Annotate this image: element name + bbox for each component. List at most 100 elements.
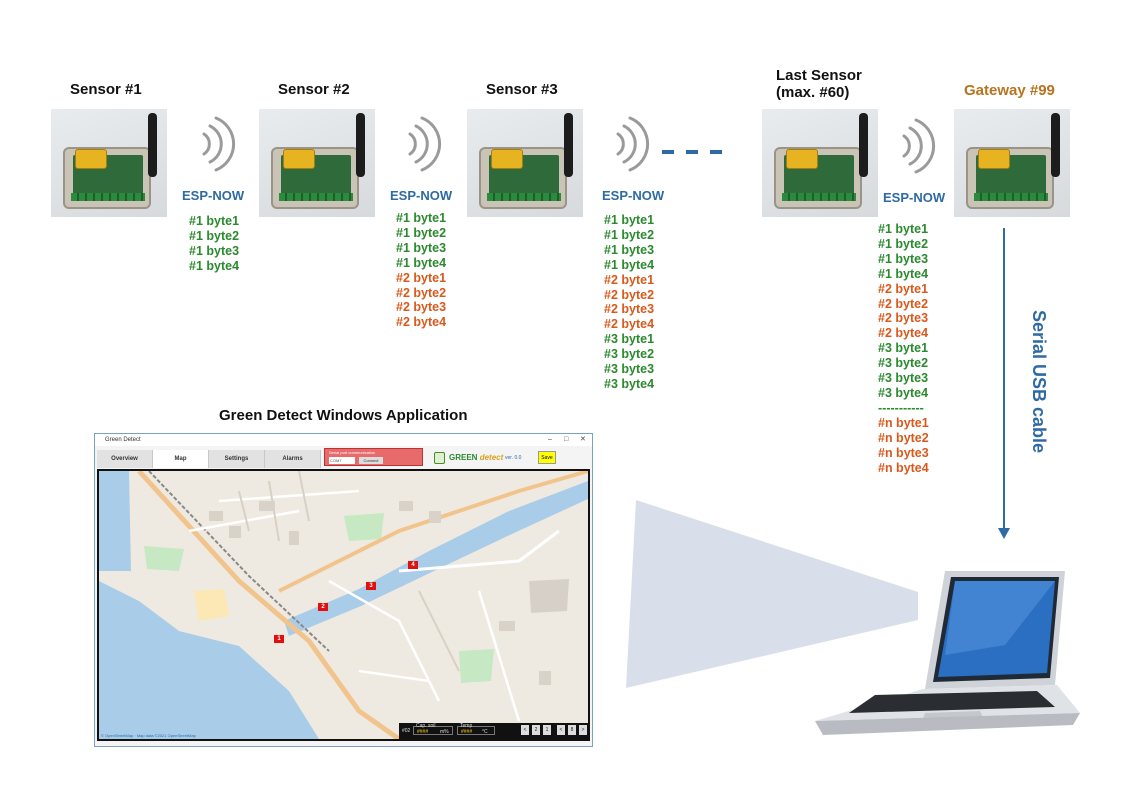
esp-now-label: ESP-NOW [390,188,453,203]
sensor-2-title: Sensor #2 [278,81,350,98]
version-label: ver. 0.0 [505,455,522,461]
payload-byte-item: #3 byte2 [604,347,655,362]
sensor-readout-bar: #02 Cap. soil #### m% Temp #### °C < 2 1… [399,723,588,739]
payload-byte-item: #1 byte3 [189,243,240,258]
connect-button[interactable]: Connect [359,457,383,464]
tab-bar: Overview Map Settings Alarms [97,450,321,468]
page-prev-button-a[interactable]: < [521,725,529,735]
payload-byte-item: #2 byte2 [396,285,447,300]
readout-temp-value: #### [461,729,473,735]
esp-now-label: ESP-NOW [602,188,665,203]
payload-byte-item: #1 byte2 [396,225,447,240]
payload-byte-item: #2 byte4 [396,315,447,330]
wireless-wave-icon [202,116,236,172]
payload-byte-item: #2 byte4 [878,326,929,341]
tab-settings[interactable]: Settings [209,450,265,468]
payload-byte-list: #1 byte1#1 byte2#1 byte3#1 byte4 [189,214,239,274]
save-button[interactable]: Save [538,451,556,464]
window-title: Green Detect [105,437,141,443]
payload-byte-list: #1 byte1#1 byte2#1 byte3#1 byte4#2 byte1… [604,213,654,392]
minimize-icon[interactable]: – [548,436,552,443]
esp-now-label: ESP-NOW [182,188,245,203]
laptop-illustration [815,571,1080,735]
gateway-device-image [954,109,1070,217]
tab-overview[interactable]: Overview [97,450,153,468]
gateway-title: Gateway #99 [964,82,1055,99]
application-window: Green Detect – □ ✕ Overview Map Settings… [94,433,593,747]
continuation-dash [686,150,698,154]
application-heading: Green Detect Windows Application [219,407,468,424]
payload-byte-item: #3 byte1 [878,341,929,356]
page-number-c: 8 [568,725,576,735]
logo-green-text: GREEN [449,453,478,462]
last-sensor-title-line1: Last Sensor [776,67,862,84]
wireless-wave-icon [408,116,442,172]
sensor-1-device-image [51,109,167,217]
payload-byte-item: #1 byte3 [604,242,655,257]
port-select[interactable]: COM7 [329,457,355,464]
payload-byte-item: #3 byte2 [878,356,929,371]
payload-byte-list: #1 byte1#1 byte2#1 byte3#1 byte4#2 byte1… [396,211,446,330]
readout-temp-unit: °C [482,729,488,735]
map-view[interactable]: 1 2 3 4 © OpenStreetMap · Map data ©2021… [97,469,590,741]
usb-cable-line [1003,228,1005,530]
payload-byte-item: #1 byte4 [396,255,447,270]
page-number-a: 2 [532,725,540,735]
payload-byte-item: #n byte3 [878,445,929,460]
sensor-3-title: Sensor #3 [486,81,558,98]
wireless-wave-icon [902,118,936,174]
readout-temp-box: Temp #### °C [457,723,495,735]
payload-byte-item: ----------- [878,400,924,415]
payload-byte-item: #2 byte1 [396,270,447,285]
payload-byte-item: #1 byte2 [189,228,240,243]
sensor-marker-2[interactable]: 2 [318,603,328,611]
payload-byte-item: #n byte4 [878,460,929,475]
wireless-wave-icon [616,116,650,172]
sensor-marker-4[interactable]: 4 [408,561,418,569]
payload-byte-item: #2 byte3 [396,300,447,315]
page-next-button[interactable]: > [579,725,587,735]
green-detect-logo-icon [434,452,445,464]
tab-map[interactable]: Map [153,450,209,468]
readout-cap-label: Cap. soil [416,723,436,729]
close-icon[interactable]: ✕ [580,436,586,443]
screen-projection-beam [626,500,918,688]
last-sensor-title-line2: (max. #60) [776,84,850,101]
payload-byte-item: #1 byte4 [189,258,240,273]
sensor-2-device-image [259,109,375,217]
payload-byte-item: #1 byte1 [878,222,929,236]
sensor-3-device-image [467,109,583,217]
maximize-icon[interactable]: □ [564,436,569,443]
readout-sensor-id: #02 [402,728,411,734]
sensor-marker-1[interactable]: 1 [274,635,284,643]
payload-byte-item: #2 byte3 [878,311,929,326]
sensor-marker-3[interactable]: 3 [366,582,376,590]
last-sensor-device-image [762,109,878,217]
usb-cable-arrow [998,528,1010,539]
payload-byte-item: #3 byte3 [878,371,929,386]
map-attribution: © OpenStreetMap · Map data ©2021 OpenStr… [101,733,196,738]
tab-alarms[interactable]: Alarms [265,450,321,468]
payload-byte-item: #1 byte2 [604,227,655,242]
app-logo: GREEN detect [449,453,503,462]
readout-temp-label: Temp [460,723,473,729]
payload-byte-item: #1 byte1 [604,213,655,227]
payload-byte-item: #1 byte1 [189,214,240,228]
payload-byte-item: #n byte2 [878,430,929,445]
sensor-1-title: Sensor #1 [70,81,142,98]
readout-cap-box: Cap. soil #### m% [413,723,453,735]
page-prev-button-b[interactable]: < [557,725,565,735]
payload-byte-item: #2 byte4 [604,317,655,332]
payload-byte-item: #3 byte4 [604,376,655,391]
esp-now-label: ESP-NOW [883,190,946,205]
readout-cap-value: #### [417,729,429,735]
payload-byte-item: #2 byte2 [878,296,929,311]
payload-byte-item: #2 byte2 [604,287,655,302]
payload-byte-item: #1 byte2 [878,236,929,251]
window-title-bar: Green Detect [95,434,592,446]
payload-byte-item: #n byte1 [878,415,929,430]
payload-byte-item: #3 byte3 [604,362,655,377]
payload-byte-item: #1 byte4 [878,266,929,281]
continuation-dash [662,150,674,154]
payload-byte-item: #3 byte1 [604,332,655,347]
